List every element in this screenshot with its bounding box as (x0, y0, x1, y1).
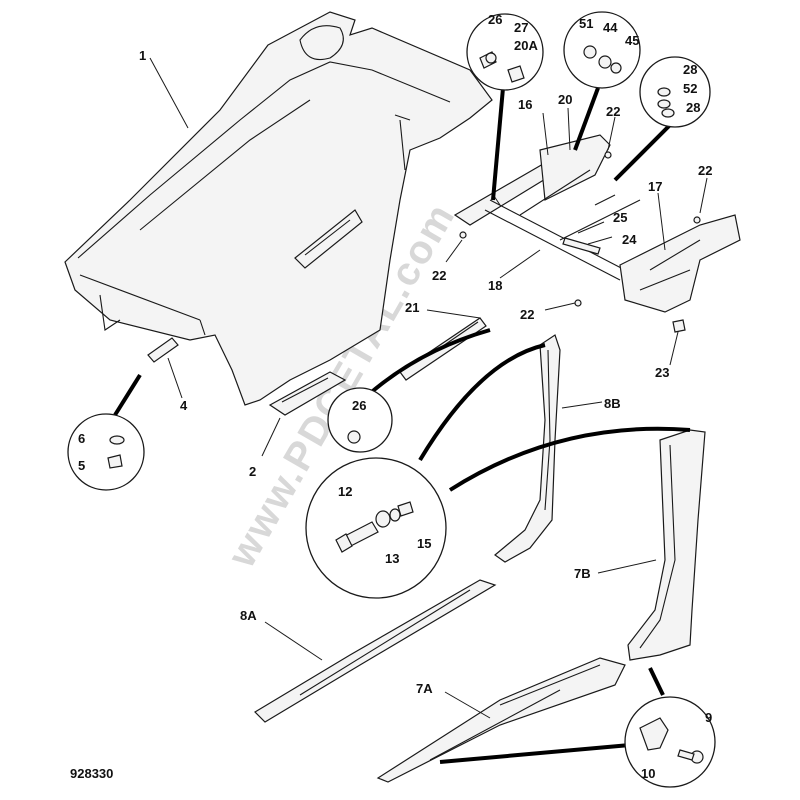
label-45: 45 (625, 33, 639, 48)
label-5: 5 (78, 458, 85, 473)
label-2: 2 (249, 464, 256, 479)
label-7b: 7B (574, 566, 591, 581)
label-17: 17 (648, 179, 662, 194)
label-12: 12 (338, 484, 352, 499)
callout-circle-12-13-15 (305, 457, 447, 599)
part-1-rear-panel (64, 11, 493, 406)
label-1: 1 (139, 48, 146, 63)
callout-circle-28-52 (639, 56, 711, 128)
part-2-lamp (268, 371, 347, 416)
label-27: 27 (514, 20, 528, 35)
label-25: 25 (613, 210, 627, 225)
leader-lines (149, 57, 708, 719)
part-7a-sill-trim (376, 657, 626, 783)
label-44: 44 (603, 20, 618, 35)
callout-circle-26b (327, 387, 393, 453)
callout-circle-26-27-20a (466, 13, 544, 91)
label-9: 9 (705, 710, 712, 725)
label-22-right: 22 (698, 163, 712, 178)
label-10: 10 (641, 766, 655, 781)
label-18: 18 (488, 278, 502, 293)
label-26-circle: 26 (352, 398, 366, 413)
label-6: 6 (78, 431, 85, 446)
label-8b: 8B (604, 396, 621, 411)
part-8a-sill-trim (254, 579, 497, 723)
label-20: 20 (558, 92, 572, 107)
part-8b-pillar-trim (494, 334, 561, 563)
label-28-bottom: 28 (686, 100, 700, 115)
label-22-top: 22 (606, 104, 620, 119)
callout-circle-6-5 (67, 413, 145, 491)
label-28-top: 28 (683, 62, 697, 77)
label-4: 4 (180, 398, 188, 413)
label-8a: 8A (240, 608, 257, 623)
callout-connectors (113, 87, 691, 764)
label-51: 51 (579, 16, 593, 31)
label-52: 52 (683, 81, 697, 96)
label-26-top: 26 (488, 12, 502, 27)
callout-circle-51-44-45 (563, 11, 641, 89)
callout-circle-9-10 (624, 696, 716, 788)
label-7a: 7A (416, 681, 433, 696)
drawing-number: 928330 (70, 766, 113, 781)
label-22-left: 22 (432, 268, 446, 283)
label-13: 13 (385, 551, 399, 566)
label-22-middle: 22 (520, 307, 534, 322)
part-labels: 1 2 4 5 6 7A 7B 8A 8B 9 10 12 13 15 16 1… (78, 12, 712, 781)
label-23: 23 (655, 365, 669, 380)
hinge-assembly (453, 134, 741, 313)
fasteners (459, 151, 701, 333)
label-20a: 20A (514, 38, 538, 53)
part-4-bracket (147, 337, 179, 363)
label-24: 24 (622, 232, 637, 247)
label-21: 21 (405, 300, 419, 315)
part-7b-pillar-trim (627, 429, 706, 661)
label-16: 16 (518, 97, 532, 112)
label-15: 15 (417, 536, 431, 551)
